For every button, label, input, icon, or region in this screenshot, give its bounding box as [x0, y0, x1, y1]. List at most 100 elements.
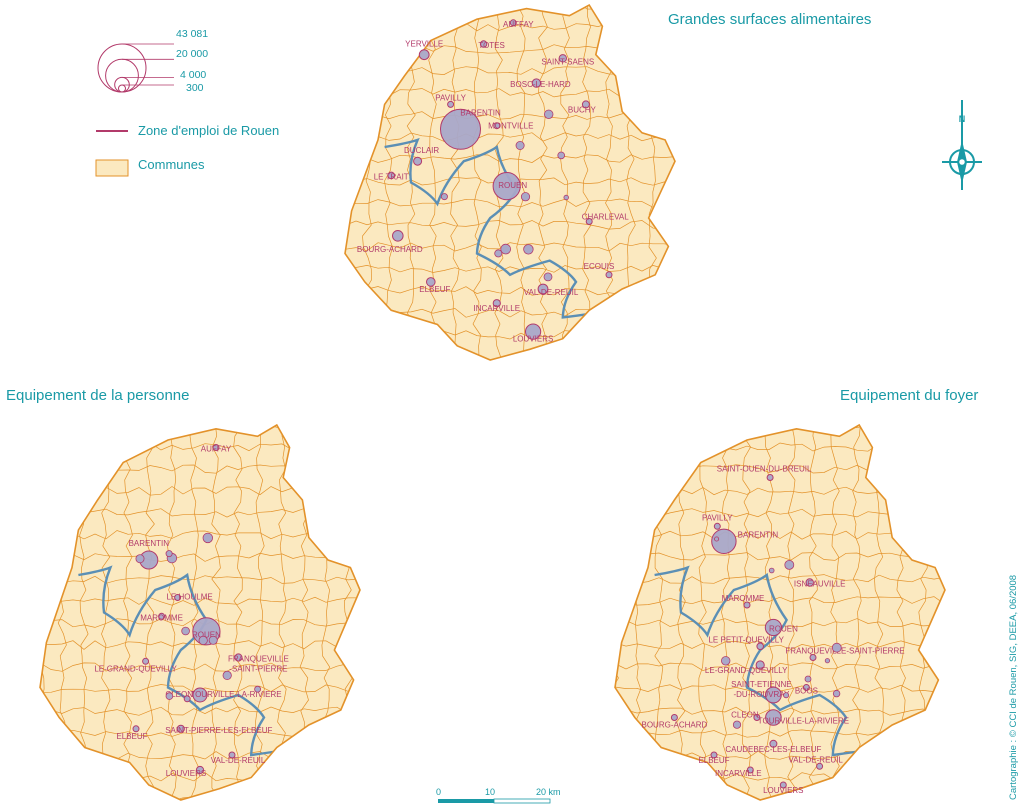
bubble-small: [202, 532, 214, 544]
bubble-val-de-reuil: [228, 751, 236, 759]
bubble-small: [784, 560, 795, 570]
bubble-small: [208, 635, 218, 645]
place-label: -DU-ROUVRAY: [733, 690, 790, 699]
bubble-small: [732, 720, 742, 729]
bubble-saint-pierre-les-elbeuf: [176, 724, 185, 733]
bubble-bourg-achard: [392, 230, 404, 242]
bubble-small: [824, 658, 831, 664]
place-label: LE TRAIT: [374, 172, 409, 181]
place-label: VAL-DE-REUIL: [788, 755, 843, 764]
bubble-small: [768, 567, 775, 574]
bubble-small: [165, 692, 174, 700]
bubble-small: [440, 193, 448, 201]
bubble-boos: [802, 684, 810, 691]
place-label: ROUEN: [769, 625, 798, 634]
place-label: TOURVILLE-LA-RIVIERE: [190, 690, 281, 699]
bubble-totes: [479, 40, 488, 48]
place-label: PAVILLY: [702, 513, 733, 522]
place-label: ELBEUF: [419, 285, 450, 294]
place-label: ROUEN: [498, 181, 527, 190]
bubble-louviers: [525, 323, 542, 340]
bubble-le-houlme: [174, 594, 182, 601]
place-label: MONTVILLE: [488, 122, 533, 131]
place-label: SAINT-SAENS: [541, 57, 594, 66]
place-label: ELBEUF: [698, 756, 729, 765]
place-label: ROUEN: [192, 630, 221, 639]
bubble-bourg-achard: [670, 714, 678, 721]
seine-river: [78, 565, 329, 757]
legend-communes-swatch: [95, 159, 129, 177]
bubble-cleon: [183, 695, 191, 703]
place-label: LOUVIERS: [763, 786, 803, 795]
place-label: TOURVILLE-LA-RIVIERE: [758, 717, 849, 726]
place-label: BOOS: [795, 687, 818, 696]
bubble-auffay: [212, 444, 220, 451]
place-label: SAINT-PIERRE-LES-ELBEUF: [165, 726, 272, 735]
place-label: DUCLAIR: [404, 146, 439, 155]
place-label: LE PETIT-QUEVILLY: [708, 635, 784, 644]
bubble-franqueville-saint-pierre: [809, 654, 817, 661]
scale-bar: [438, 798, 551, 804]
scale-label-0: 0: [436, 787, 442, 797]
bubble-le-grand-quevilly: [142, 657, 150, 665]
place-label: BARENTIN: [460, 108, 501, 117]
place-label: FRANQUEVILLE: [228, 655, 289, 664]
place-label: MAROMME: [140, 613, 183, 622]
bubble-barentin: [711, 528, 737, 554]
place-label: INCARVILLE: [474, 304, 521, 313]
legend-size-circle: [105, 58, 139, 93]
bubble-auffay: [509, 19, 517, 27]
seine-river: [384, 137, 643, 319]
place-label: BARENTIN: [129, 539, 170, 548]
bubble-elbeuf: [710, 751, 718, 759]
bubble-small: [523, 244, 534, 255]
place-label: BOURG-ACHARD: [357, 245, 423, 254]
bubble-small: [804, 675, 812, 683]
place-label: PAVILLY: [435, 93, 466, 102]
zone-outline: [614, 423, 946, 801]
bubble-louviers: [779, 781, 787, 789]
bubble-small: [563, 194, 569, 201]
bubble-saint-saens: [558, 54, 567, 63]
bubble-le-petit-quevilly: [756, 642, 765, 651]
bubble-franqueville-saint-pierre: [234, 653, 243, 662]
bubble-small: [721, 656, 731, 666]
bubble-louviers: [195, 765, 205, 775]
credits: Cartographie : © CCI de Rouen, SIG, DEEA…: [1008, 574, 1019, 800]
title-equipement-foyer: Equipement du foyer: [840, 387, 979, 404]
zone-land: [615, 425, 945, 800]
bubble-small: [181, 626, 190, 636]
legend-zone-label: Zone d'emploi de Rouen: [138, 123, 280, 138]
bubble-maromme: [158, 612, 166, 620]
bubble-small: [500, 243, 512, 255]
place-label: MAROMME: [722, 594, 765, 603]
bubble-small: [557, 151, 565, 160]
legend-size-circle: [118, 84, 126, 93]
bubble-barentin: [440, 108, 481, 150]
bubble-saint-ouen-du-breuil: [766, 474, 774, 481]
bubble-pavilly: [713, 522, 721, 530]
bubble-tourville-la-riviere: [765, 709, 782, 726]
place-label: BOURG-ACHARD: [642, 721, 708, 730]
place-label: YERVILLE: [405, 40, 443, 49]
zone-land: [40, 425, 360, 800]
place-label: -SAINT-PIERRE: [229, 665, 287, 674]
place-label: VAL-DE-REUIL: [524, 288, 579, 297]
bubble-small: [494, 249, 503, 258]
bubble-small: [832, 689, 841, 698]
bubble-small: [515, 140, 525, 150]
bubble-small: [135, 554, 145, 564]
place-label: ELBEUF: [116, 732, 147, 741]
bubble-saint-etienne-du-rouvray: [765, 686, 782, 704]
place-label: AUFFAY: [201, 445, 232, 454]
legend-sizes: [97, 43, 174, 93]
bubble-incarville: [746, 766, 754, 774]
bubble-tourville-la-riviere: [192, 687, 208, 703]
bubble-duclair: [413, 156, 423, 166]
bubble-isneauville: [805, 578, 814, 587]
bubble-bosc-le-hard: [531, 78, 542, 88]
compass-rose-icon: N: [942, 100, 982, 190]
bubble-le-grand-quevilly: [755, 660, 765, 670]
